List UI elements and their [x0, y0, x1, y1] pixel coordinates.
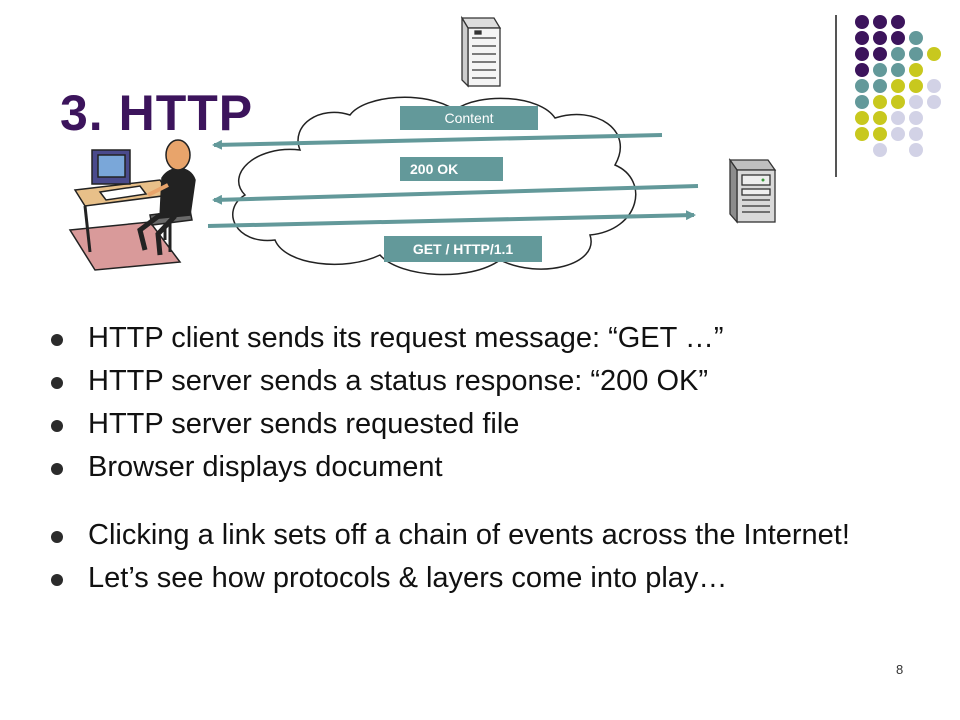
decor-dot: [909, 31, 923, 45]
bullet-item: Clicking a link sets off a chain of even…: [50, 519, 890, 552]
decor-dot: [873, 127, 887, 141]
content-arrow: [212, 133, 663, 150]
decor-dot: [909, 47, 923, 61]
decor-dot: [873, 31, 887, 45]
bullet-item: HTTP client sends its request message: “…: [50, 322, 890, 355]
decor-dot: [927, 95, 941, 109]
bullet-item: Browser displays document: [50, 451, 890, 484]
slide-title: 3. HTTP: [60, 85, 254, 141]
decor-dot: [855, 127, 869, 141]
decor-dot: [909, 127, 923, 141]
decor-dot: [909, 111, 923, 125]
page-number: 8: [896, 662, 904, 677]
file-server-icon: [460, 15, 502, 88]
decor-dot: [909, 79, 923, 93]
decor-dot: [873, 79, 887, 93]
decor-dot: [873, 95, 887, 109]
decor-dot: [873, 63, 887, 77]
decor-dot: [927, 79, 941, 93]
web-server-icon: [728, 157, 777, 224]
ok-arrow: [212, 184, 699, 205]
decor-dot: [873, 47, 887, 61]
client-person-icon: [68, 139, 196, 271]
decor-dot: [909, 95, 923, 109]
decor-dot: [891, 31, 905, 45]
decor-dot: [873, 143, 887, 157]
decor-dot: [891, 95, 905, 109]
decor-dot: [855, 15, 869, 29]
decor-dot: [891, 79, 905, 93]
decor-dot: [891, 63, 905, 77]
decor-dot: [909, 63, 923, 77]
decor-dot: [855, 111, 869, 125]
decor-dot: [891, 47, 905, 61]
decorative-divider: [835, 15, 837, 177]
decor-dot: [909, 143, 923, 157]
bullet-item: Let’s see how protocols & layers come in…: [50, 562, 890, 595]
decor-dot: [891, 15, 905, 29]
get-message-label: GET / HTTP/1.1: [384, 236, 542, 262]
decor-dot: [891, 111, 905, 125]
decor-dot: [891, 127, 905, 141]
decor-dot: [927, 47, 941, 61]
content-message-label: Content: [400, 106, 538, 130]
bullet-item: HTTP server sends requested file: [50, 408, 890, 441]
bullet-item: HTTP server sends a status response: “20…: [50, 365, 890, 398]
decor-dot: [855, 79, 869, 93]
decor-dot: [855, 63, 869, 77]
decor-dot: [873, 111, 887, 125]
ok-message-label: 200 OK: [400, 157, 503, 181]
get-arrow: [207, 210, 696, 228]
decor-dot: [855, 95, 869, 109]
bullet-list: HTTP client sends its request message: “…: [50, 322, 890, 595]
decor-dot: [873, 15, 887, 29]
decor-dot: [855, 31, 869, 45]
decor-dot: [855, 47, 869, 61]
